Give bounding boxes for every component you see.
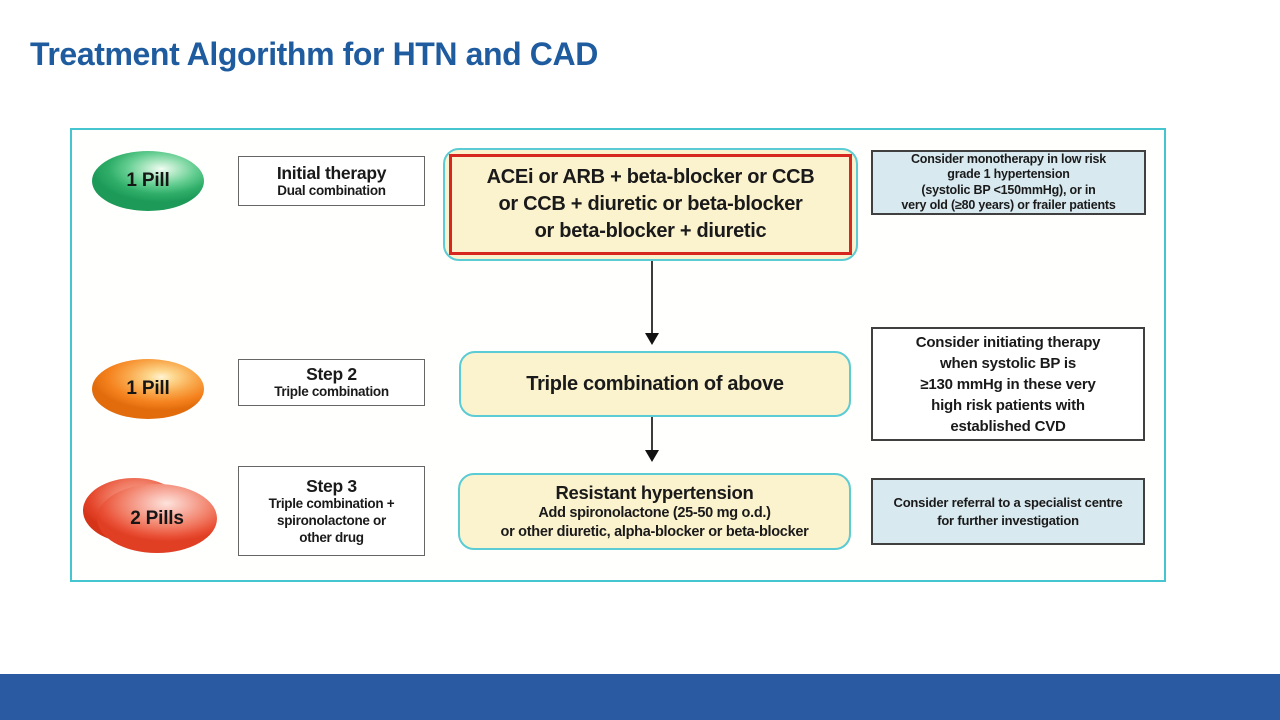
note-text-line: established CVD xyxy=(950,417,1066,435)
action-text-line: ACEi or ARB + beta-blocker or CCB xyxy=(486,166,815,189)
note-text-line: very old (≥80 years) or frailer patients xyxy=(901,197,1116,212)
down-arrow-line xyxy=(651,261,653,333)
action-text-line: or beta-blocker + diuretic xyxy=(534,219,767,242)
step-title: Step 3 xyxy=(306,475,357,496)
step-box-step-2: Step 2 Triple combination xyxy=(238,359,425,406)
pill-red-stack-icon: 2 Pills xyxy=(80,475,222,555)
pill-3-label: 2 Pills xyxy=(130,507,184,529)
action-box-resistant-hypertension: Resistant hypertension Add spironolacton… xyxy=(458,473,851,550)
step-title: Step 2 xyxy=(306,364,357,384)
action-text-line: or CCB + diuretic or beta-blocker xyxy=(498,193,803,216)
note-text-line: (systolic BP <150mmHg), or in xyxy=(921,182,1096,197)
note-box-specialist-referral: Consider referral to a specialist centre… xyxy=(871,478,1145,545)
note-box-initiating-therapy: Consider initiating therapy when systoli… xyxy=(871,327,1145,441)
note-text-line: ≥130 mmHg in these very xyxy=(920,375,1096,393)
action-text-line: Add spironolactone (25-50 mg o.d.) xyxy=(538,505,771,522)
step-title: Initial therapy xyxy=(276,162,387,183)
note-text-line: high risk patients with xyxy=(931,396,1085,414)
footer-bar xyxy=(0,674,1280,720)
down-arrow-line xyxy=(651,417,653,450)
action-box-triple-combination: Triple combination of above xyxy=(459,351,851,417)
highlight-red-frame: ACEi or ARB + beta-blocker or CCB or CCB… xyxy=(449,154,852,255)
note-text-line: grade 1 hypertension xyxy=(947,167,1070,182)
step-subtitle: Dual combination xyxy=(277,182,386,198)
action-text-line: Triple combination of above xyxy=(526,372,784,395)
step-box-step-3: Step 3 Triple combination + spironolacto… xyxy=(238,466,425,556)
note-text-line: Consider monotherapy in low risk xyxy=(910,152,1107,166)
down-arrow-head-icon xyxy=(645,450,659,462)
pill-red-front-icon: 2 Pills xyxy=(97,484,217,553)
step-subtitle-line: spironolactone or xyxy=(277,512,386,528)
step-subtitle-line: Triple combination + xyxy=(268,495,395,511)
step-subtitle-line: other drug xyxy=(299,529,364,545)
page-title: Treatment Algorithm for HTN and CAD xyxy=(30,36,598,72)
action-text-line: or other diuretic, alpha-blocker or beta… xyxy=(500,524,809,541)
note-box-monotherapy: Consider monotherapy in low risk grade 1… xyxy=(871,150,1146,215)
treatment-algorithm-diagram: 1 Pill 1 Pill 2 Pills Initial therapy Du… xyxy=(70,128,1166,582)
note-text-line: Consider referral to a specialist centre xyxy=(893,494,1123,510)
step-box-initial-therapy: Initial therapy Dual combination xyxy=(238,156,425,206)
down-arrow-head-icon xyxy=(645,333,659,345)
note-text-line: for further investigation xyxy=(937,512,1079,528)
action-title: Resistant hypertension xyxy=(555,482,754,504)
note-text-line: when systolic BP is xyxy=(940,354,1076,372)
pill-1-label: 1 Pill xyxy=(126,170,170,191)
pill-green-icon: 1 Pill xyxy=(92,151,204,211)
action-box-dual-combination: ACEi or ARB + beta-blocker or CCB or CCB… xyxy=(443,148,858,261)
pill-2-label: 1 Pill xyxy=(126,378,170,399)
pill-orange-icon: 1 Pill xyxy=(92,359,204,419)
step-subtitle: Triple combination xyxy=(274,384,389,400)
note-text-line: Consider initiating therapy xyxy=(915,333,1101,351)
